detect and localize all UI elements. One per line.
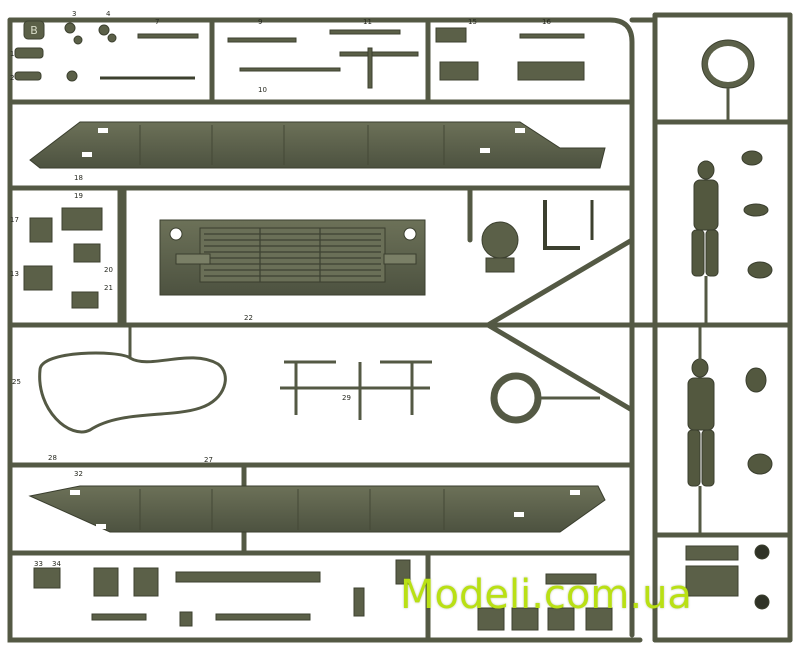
right-gates — [698, 88, 730, 535]
part-number: 9 — [258, 18, 262, 26]
part-number: 21 — [104, 284, 113, 292]
figure-standing-1 — [691, 160, 719, 277]
part-number: 27 — [204, 456, 213, 464]
figure-standing-2 — [687, 358, 715, 487]
part-number: 2 — [10, 74, 14, 82]
part-number: 13 — [10, 270, 19, 278]
part-number: 25 — [12, 378, 21, 386]
part-number: 4 — [106, 10, 111, 18]
part-number: 10 — [258, 86, 267, 94]
hatch-ring — [701, 39, 755, 89]
part-number: 20 — [104, 266, 113, 274]
part-number: 1 — [10, 50, 14, 58]
middle-frame-parts — [280, 360, 432, 420]
figure-small-parts — [741, 150, 773, 475]
turret-ring — [490, 372, 600, 424]
part-number: 18 — [74, 174, 83, 182]
wire-loop — [38, 325, 227, 434]
engine-deck-grille — [159, 219, 426, 296]
small-parts-left — [23, 200, 594, 309]
sprue-letter: B — [30, 24, 38, 37]
part-number: 34 — [52, 560, 61, 568]
small-parts-bottom — [33, 544, 770, 631]
part-number: 19 — [74, 192, 83, 200]
part-number: 7 — [155, 18, 159, 26]
part-number-labels: 3 4 7 9 11 15 16 1 2 10 18 19 17 13 20 2… — [10, 10, 551, 568]
part-number: 3 — [72, 10, 76, 18]
part-number: 32 — [74, 470, 83, 478]
part-number: 16 — [542, 18, 551, 26]
sprue-letter-tab: B — [23, 20, 45, 40]
outer-frame — [7, 12, 793, 643]
hull-side-panel-lower — [28, 485, 606, 533]
watermark: Modeli.com.ua — [400, 572, 692, 618]
part-number: 33 — [34, 560, 43, 568]
hull-side-panel-upper — [29, 121, 606, 169]
part-number: 22 — [244, 314, 253, 322]
part-number: 17 — [10, 216, 19, 224]
part-number: 29 — [342, 394, 351, 402]
part-number: 28 — [48, 454, 57, 462]
part-number: 15 — [468, 18, 477, 26]
part-number: 11 — [363, 18, 372, 26]
small-parts-top — [14, 22, 585, 89]
